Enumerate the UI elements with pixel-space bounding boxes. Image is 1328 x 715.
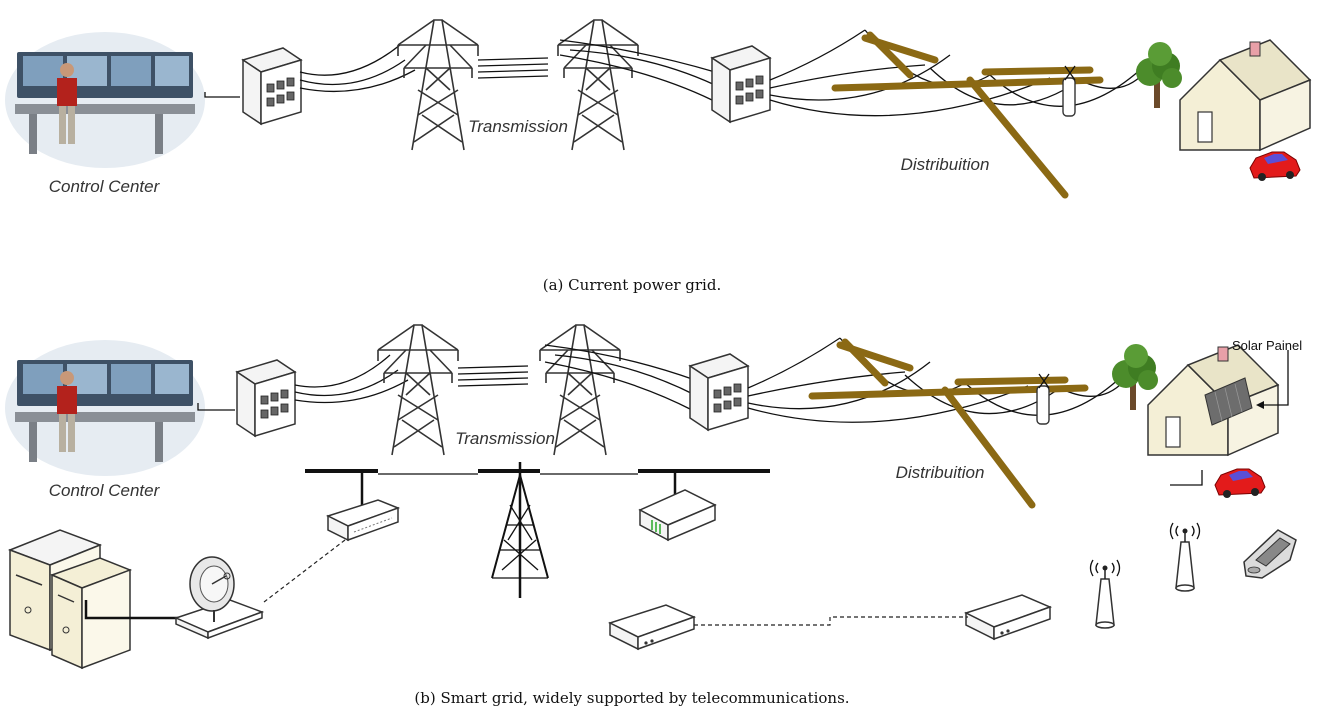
panel-a: Control Center Transmission xyxy=(5,19,1311,294)
tree-icon xyxy=(1136,42,1182,108)
distribution-label: Distribuition xyxy=(901,155,990,174)
car-icon xyxy=(1214,468,1266,499)
house-icon xyxy=(1179,39,1311,151)
tree-icon xyxy=(1112,344,1158,410)
handheld-device-icon xyxy=(1243,529,1297,579)
control-center-label: Control Center xyxy=(49,177,161,196)
caption-a: (a) Current power grid. xyxy=(543,276,721,294)
substation-icon xyxy=(689,353,749,431)
control-center-label: Control Center xyxy=(49,481,161,500)
substation-icon xyxy=(242,47,302,125)
communication-tower-icon xyxy=(491,462,549,598)
panel-b: Control Center Transmission xyxy=(5,324,1302,707)
transmission-label: Transmission xyxy=(468,117,568,136)
smart-meter-antenna-icon xyxy=(1169,522,1201,592)
transmission-label: Transmission xyxy=(455,429,555,448)
transmission-tower-icon xyxy=(557,19,639,151)
control-center-image xyxy=(5,32,205,168)
transmission-tower-icon xyxy=(377,324,459,456)
pole-transformer-icon xyxy=(1062,77,1076,117)
caption-b: (b) Smart grid, widely supported by tele… xyxy=(414,689,849,707)
modem-icon xyxy=(609,604,695,650)
wireless-router-icon xyxy=(638,489,717,542)
distribution-label: Distribuition xyxy=(896,463,985,482)
server-icon xyxy=(7,529,133,670)
car-icon xyxy=(1249,151,1301,182)
satellite-dish-icon xyxy=(173,556,265,640)
control-center-image xyxy=(5,340,205,476)
modem-icon xyxy=(965,594,1051,640)
substation-icon xyxy=(236,359,296,437)
substation-icon xyxy=(711,45,771,123)
pole-transformer-icon xyxy=(1036,385,1050,425)
network-switch-icon xyxy=(327,499,399,541)
transmission-tower-icon xyxy=(397,19,479,151)
smart-meter-antenna-icon xyxy=(1089,559,1121,629)
solar-panel-label: Solar Painel xyxy=(1232,338,1302,353)
